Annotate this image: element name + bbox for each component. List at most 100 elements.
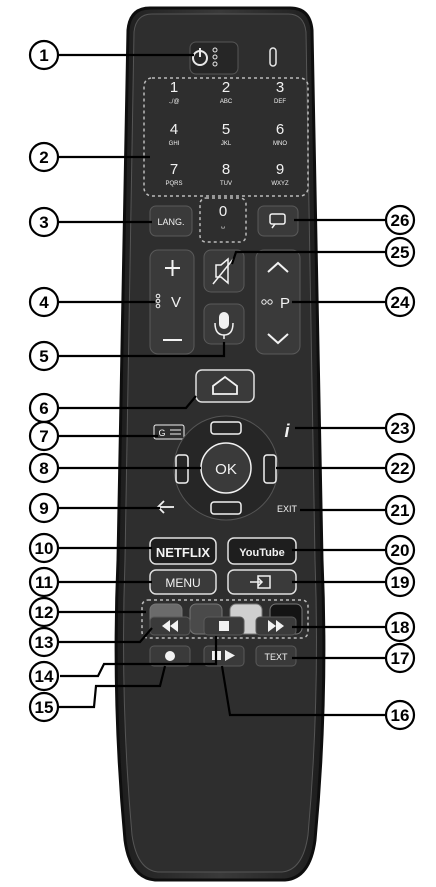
callout-17: 17 [384,642,416,674]
callout-6: 6 [28,392,60,424]
dpad-up[interactable] [210,421,242,435]
numpad-letters: WXYZ [271,181,289,187]
numpad-digit: 3 [276,79,284,96]
numpad-letters: DEF [274,99,286,105]
callout-13: 13 [28,626,60,658]
stop-icon [219,621,229,631]
fast-forward-icon [268,620,276,632]
callout-number: 23 [391,419,410,438]
ir-indicator [269,47,277,67]
callout-number: 15 [35,698,54,717]
mute-button[interactable] [203,249,245,293]
subtitle-button[interactable] [257,205,299,237]
callout-24: 24 [384,286,416,318]
callout-8: 8 [28,452,60,484]
callout-number: 22 [391,459,410,478]
numpad-key-0[interactable]: 0␣ [219,203,227,229]
menu-label: MENU [165,576,200,590]
volume-rocker[interactable]: V [149,249,195,355]
rewind-button[interactable] [149,616,191,636]
stop-button[interactable] [203,616,245,636]
callout-number: 17 [391,649,410,668]
callout-number: 2 [39,148,48,167]
callout-number: 24 [391,293,410,312]
callout-7: 7 [28,420,60,452]
numpad-key-1[interactable]: 1 .,/@ [168,79,179,105]
callout-20: 20 [384,534,416,566]
voice-button[interactable] [203,303,245,345]
callout-12: 12 [28,596,60,628]
callout-16: 16 [384,699,416,731]
leader-lines [58,53,386,717]
numpad-letters: MNO [273,141,287,147]
microphone-icon [219,312,229,329]
callout-18: 18 [384,611,416,643]
callout-number: 19 [391,573,410,592]
callout-number: 21 [391,501,410,520]
program-label: P [280,295,290,312]
youtube-button[interactable]: YouTube [227,537,297,565]
numpad-letters: ABC [220,99,233,105]
callout-number: 16 [391,706,410,725]
lang-button[interactable]: LANG. [149,205,193,237]
text-button[interactable]: TEXT [255,645,297,667]
dpad-down[interactable] [210,501,242,515]
program-up-icon [267,261,289,273]
callout-25: 25 [384,236,416,268]
youtube-label: YouTube [239,547,284,559]
callout-19: 19 [384,566,416,598]
guide-icon: G [158,428,165,438]
numpad-digit: 4 [170,121,178,138]
numpad-digit: 6 [276,121,284,138]
callout-number: 25 [391,243,410,262]
guide-button[interactable]: G [153,424,185,440]
callout-4: 4 [28,286,60,318]
record-button[interactable] [149,645,191,667]
callout-number: 3 [39,213,48,232]
exit-button[interactable]: EXIT [277,504,298,514]
callout-number: 1 [39,46,48,65]
callout-number: 10 [35,539,54,558]
callout-number: 12 [35,603,54,622]
callout-number: 13 [35,633,54,652]
subtitle-icon [269,213,286,225]
callout-21: 21 [384,494,416,526]
power-button[interactable] [189,41,239,75]
home-button[interactable] [195,369,255,403]
numpad-digit: 9 [276,161,284,178]
netflix-button[interactable]: NETFLIX [149,537,217,565]
numpad-digit: 8 [222,161,230,178]
info-button[interactable]: i [284,421,290,441]
numpad-digit: 5 [222,121,230,138]
menu-button[interactable]: MENU [149,569,217,595]
fast-forward-button[interactable] [255,616,297,636]
callout-23: 23 [384,412,416,444]
callout-number: 14 [35,667,54,686]
callout-number: 11 [35,573,53,592]
numpad-letters: GHI [169,141,180,147]
numpad-letters: .,/@ [168,99,179,105]
numpad-letters: ␣ [221,223,225,229]
color-keys-frame [141,599,309,639]
lang-label: LANG. [157,217,184,227]
callout-1: 1 [28,39,60,71]
numpad-digit: 1 [170,79,178,96]
source-button[interactable] [227,569,297,595]
numpad-digit: 7 [170,161,178,178]
callout-number: 20 [391,541,410,560]
numpad-letters: JKL [221,141,232,147]
callout-2: 2 [28,141,60,173]
home-icon [212,375,238,395]
text-label: TEXT [264,652,288,662]
callout-15: 15 [28,691,60,723]
